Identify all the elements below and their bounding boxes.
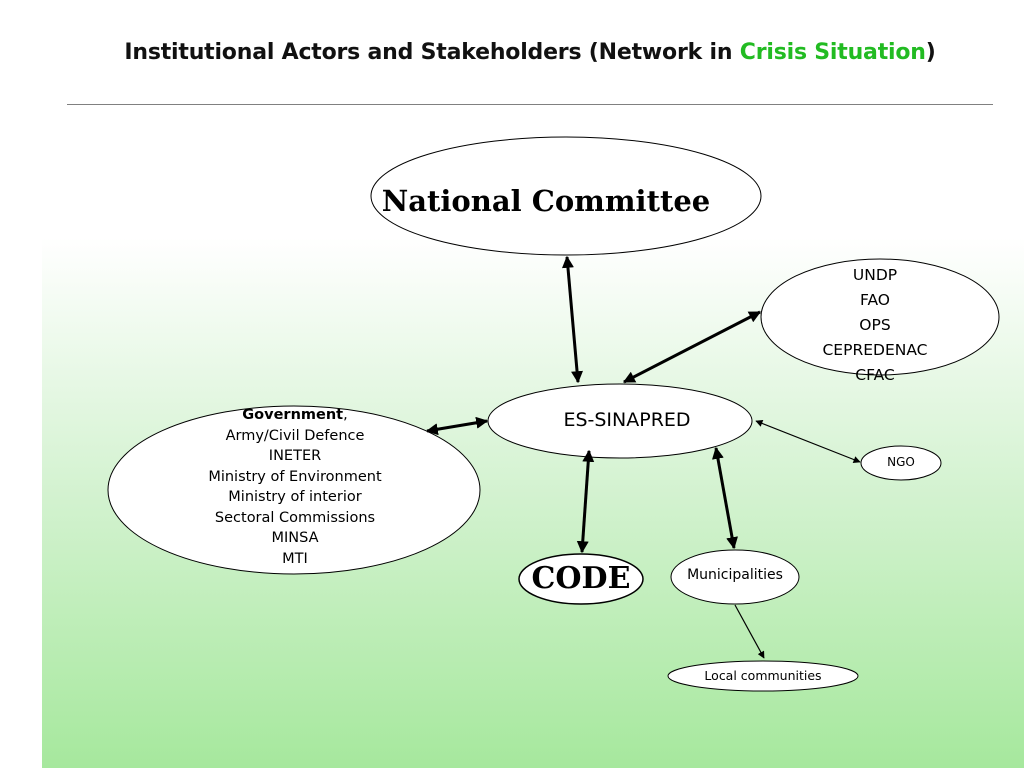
local-communities-node — [667, 660, 859, 692]
municipalities-label: Municipalities — [687, 567, 783, 583]
arrow-es-government — [425, 416, 489, 436]
government-item: Ministry of interior — [228, 489, 362, 505]
international-item-undp: UNDP — [852, 266, 898, 284]
government-item: MTI — [282, 550, 308, 567]
international-item-fao: FAO — [859, 291, 891, 309]
international-item-cepredenac: CEPREDENAC — [822, 341, 928, 359]
arrow-municipalities-local — [734, 604, 765, 659]
es-sinapred-label: ES-SINAPRED — [563, 409, 691, 431]
arrow-es-code — [576, 449, 595, 554]
international-item-cfac: CFAC — [855, 366, 895, 384]
arrow-es-municipalities — [712, 446, 738, 550]
arrow-national-es — [561, 255, 584, 384]
arrow-es-ngo — [755, 420, 861, 463]
page-title: Institutional Actors and Stakeholders (N… — [124, 40, 936, 65]
national-committee-node — [370, 136, 762, 256]
government-item: Sectoral Commissions — [214, 509, 376, 526]
local-communities-label: Local communities — [704, 668, 822, 683]
government-heading: Government, — [242, 407, 348, 423]
ngo-node — [860, 445, 942, 481]
government-item: INETER — [268, 448, 322, 464]
government-item: Army/Civil Defence — [225, 427, 365, 444]
title-divider — [67, 104, 993, 105]
government-item: Ministry of Environment — [208, 468, 382, 485]
code-node — [518, 553, 644, 605]
international-list: UNDP FAO OPS CEPREDENAC CFAC — [800, 263, 950, 388]
international-item-ops: OPS — [859, 316, 891, 334]
title-highlight: Crisis Situation — [739, 40, 926, 65]
ngo-label: NGO — [887, 455, 915, 469]
government-list: Government, Army/Civil Defence INETER Mi… — [170, 405, 420, 569]
national-committee-label: National Committee — [381, 184, 711, 218]
government-item: MINSA — [271, 530, 319, 546]
government-node — [107, 405, 481, 575]
arrow-es-international — [622, 310, 762, 384]
code-label: CODE — [531, 561, 631, 596]
municipalities-node — [670, 549, 800, 605]
